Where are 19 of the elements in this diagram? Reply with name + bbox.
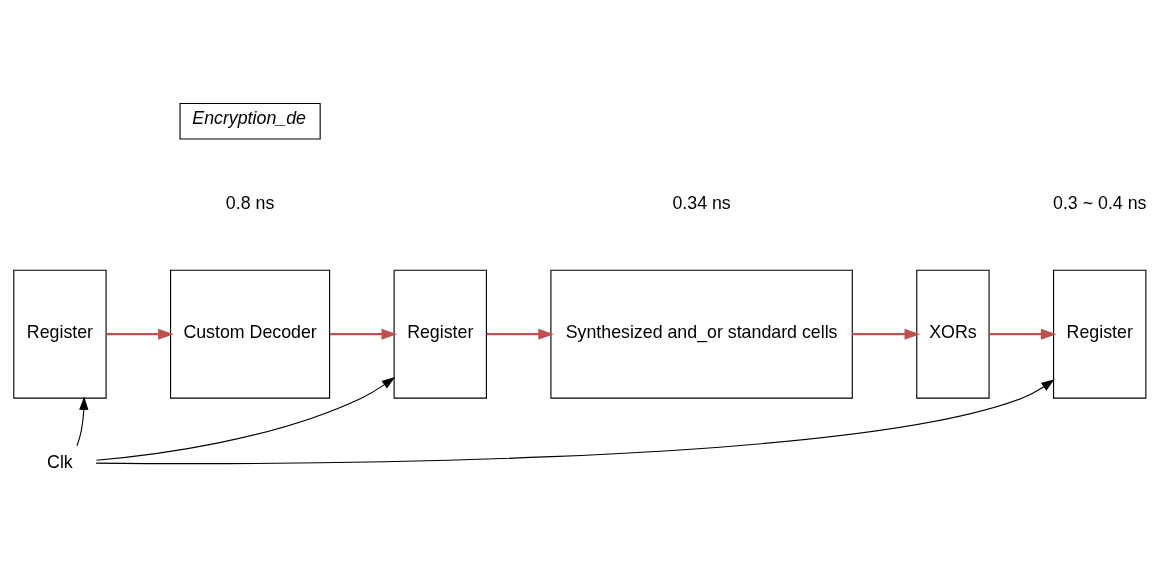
label: 0.8 ns bbox=[225, 192, 275, 213]
label: 0.34 ns bbox=[672, 192, 731, 213]
node-box: Custom Decoder bbox=[170, 269, 331, 399]
node-box: Register bbox=[1053, 269, 1147, 399]
arrow bbox=[106, 328, 174, 340]
node-box: Synthesized and_or standard cells bbox=[550, 269, 853, 399]
label: 0.3 ~ 0.4 ns bbox=[1053, 192, 1147, 213]
node-box: Register bbox=[393, 269, 487, 399]
arrow bbox=[486, 328, 554, 340]
node-box: Encryption_de bbox=[179, 102, 321, 140]
arrow bbox=[852, 328, 921, 340]
arrow bbox=[95, 377, 396, 461]
node-box: XORs bbox=[916, 269, 990, 399]
node-box: Register bbox=[13, 269, 107, 399]
arrow bbox=[989, 328, 1057, 340]
arrow bbox=[329, 328, 398, 340]
arrow bbox=[76, 396, 89, 447]
arrow bbox=[95, 379, 1055, 465]
node-text: Clk bbox=[47, 451, 73, 472]
